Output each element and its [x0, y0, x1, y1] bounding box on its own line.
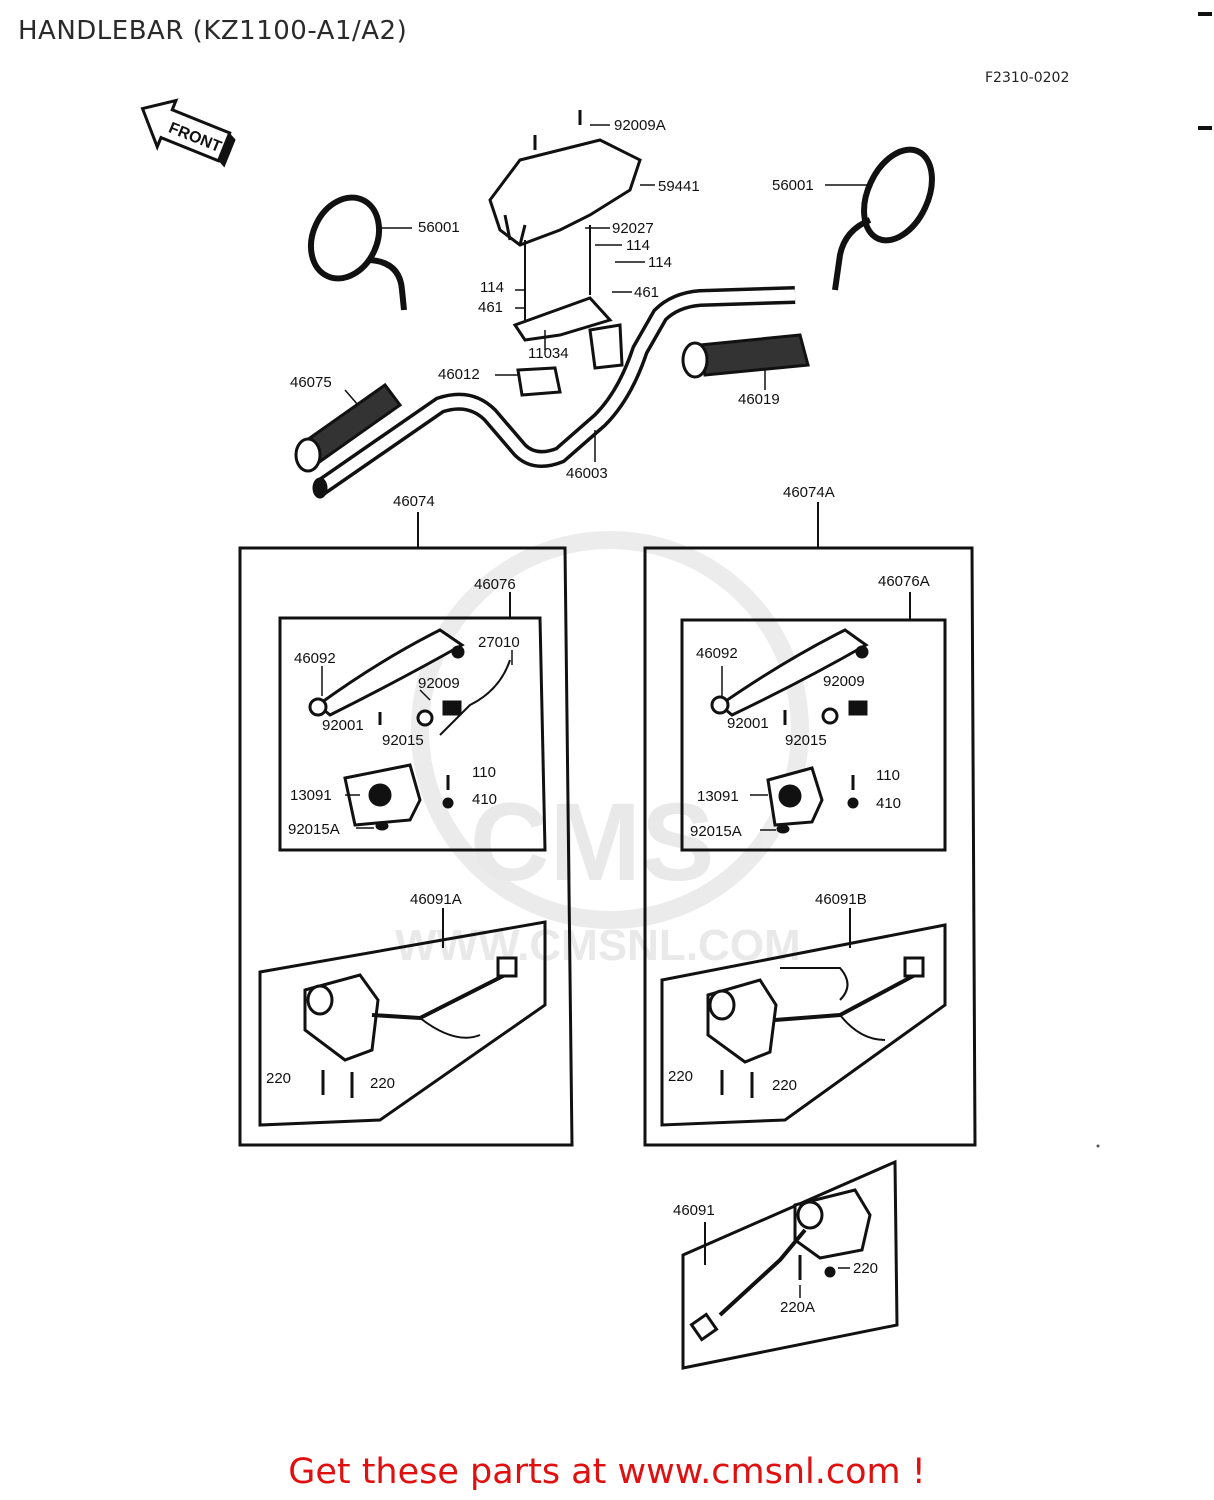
label-92001-right: 92001	[727, 715, 769, 732]
label-410-right: 410	[876, 795, 901, 812]
label-13091-left: 13091	[290, 787, 332, 804]
label-410-left: 410	[472, 791, 497, 808]
label-220-left-a: 220	[266, 1070, 291, 1087]
watermark: CMS WWW.CMSNL.COM	[395, 531, 809, 970]
leader-lines-top	[344, 124, 766, 462]
right-grip	[681, 333, 810, 379]
label-46092-right: 46092	[696, 645, 738, 662]
watermark-brand: CMS	[470, 781, 714, 904]
leader-lines-right	[721, 666, 776, 831]
handlebar-holder	[512, 225, 624, 397]
label-461-b: 461	[634, 284, 659, 301]
label-56001-left: 56001	[418, 219, 460, 236]
right-mirror	[825, 146, 935, 291]
label-56001-right: 56001	[772, 177, 814, 194]
label-92009-left: 92009	[418, 675, 460, 692]
figure-code: F2310-0202	[985, 70, 1070, 86]
label-46091A: 46091A	[410, 891, 462, 908]
label-46091B: 46091B	[815, 891, 867, 908]
watermark-url: WWW.CMSNL.COM	[395, 921, 801, 970]
left-assembly-box	[238, 512, 574, 1147]
label-46012: 46012	[438, 366, 480, 383]
left-lever-holder	[343, 659, 511, 831]
label-110-left: 110	[472, 764, 496, 781]
right-brake-lever	[710, 628, 869, 717]
label-46075: 46075	[290, 374, 332, 391]
left-mirror	[307, 194, 412, 311]
label-46076A: 46076A	[878, 573, 930, 590]
label-46091: 46091	[673, 1202, 715, 1219]
label-46019: 46019	[738, 391, 780, 408]
label-92009A: 92009A	[614, 117, 666, 134]
bottom-switch-housing	[689, 1188, 872, 1342]
label-114-a: 114	[626, 237, 650, 254]
label-92009-right: 92009	[823, 673, 865, 690]
label-46092-left: 46092	[294, 650, 336, 667]
label-46003: 46003	[566, 465, 608, 482]
label-46074: 46074	[393, 493, 435, 510]
label-220-left-b: 220	[370, 1075, 395, 1092]
label-114-c: 114	[480, 279, 504, 296]
left-grip	[294, 382, 403, 473]
diagram-title: HANDLEBAR (KZ1100-A1/A2)	[18, 16, 408, 46]
leader-lines-left	[321, 650, 513, 829]
label-92015A-right: 92015A	[690, 823, 742, 840]
right-lever-holder	[766, 700, 868, 834]
right-switch-housing	[706, 956, 925, 1098]
label-46074A: 46074A	[783, 484, 835, 501]
left-clutch-lever	[308, 628, 465, 717]
label-220-bottom: 220	[853, 1260, 878, 1277]
label-461-a: 461	[478, 299, 503, 316]
label-92027: 92027	[612, 220, 654, 237]
front-arrow-icon: FRONT	[140, 98, 236, 168]
right-assembly-box	[643, 502, 977, 1147]
cta-link[interactable]: Get these parts at www.cmsnl.com !	[288, 1452, 926, 1492]
label-220-right-b: 220	[772, 1077, 797, 1094]
label-59441: 59441	[658, 178, 700, 195]
label-220-right-a: 220	[668, 1068, 693, 1085]
label-13091-right: 13091	[697, 788, 739, 805]
leader-lines-bottom	[799, 1267, 850, 1298]
handlebar-cover	[488, 110, 655, 247]
label-92015-left: 92015	[382, 732, 424, 749]
label-114-b: 114	[648, 254, 672, 271]
label-110-right: 110	[876, 767, 900, 784]
bottom-switch-panel	[681, 1159, 899, 1370]
handlebar-tube	[312, 286, 796, 499]
label-27010: 27010	[478, 634, 520, 651]
label-92015A-left: 92015A	[288, 821, 340, 838]
left-switch-housing	[303, 956, 518, 1098]
label-11034: 11034	[528, 345, 569, 362]
label-92015-right: 92015	[785, 732, 827, 749]
label-46076: 46076	[474, 576, 516, 593]
label-92001-left: 92001	[322, 717, 364, 734]
label-220A: 220A	[780, 1299, 815, 1316]
